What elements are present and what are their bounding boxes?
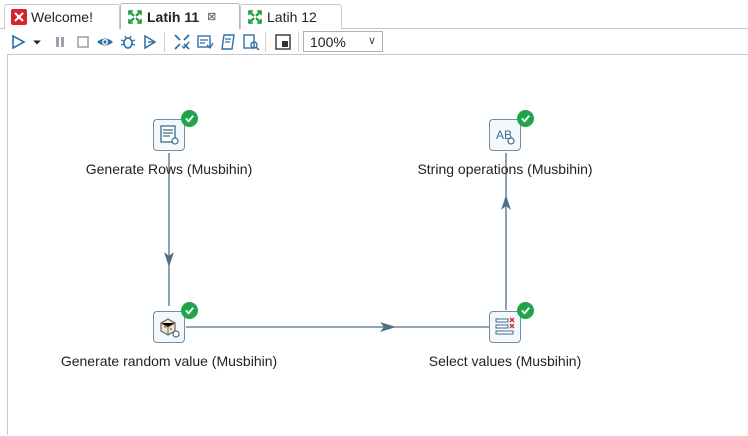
explore-db-button[interactable] bbox=[241, 32, 261, 52]
success-check-icon bbox=[517, 110, 534, 127]
success-check-icon bbox=[181, 110, 198, 127]
close-tab-icon[interactable]: ⊠ bbox=[207, 11, 217, 23]
tab-latih-11[interactable]: Latih 11 ⊠ bbox=[120, 3, 240, 29]
results-pane-icon bbox=[275, 34, 291, 50]
tab-welcome[interactable]: Welcome! bbox=[4, 4, 120, 29]
editor-tab-bar: Welcome! Latih 11 ⊠ Latih 12 bbox=[0, 0, 748, 29]
step-icon-frame bbox=[489, 311, 521, 343]
explore-database-icon bbox=[243, 34, 260, 51]
toolbar-separator bbox=[164, 32, 165, 52]
sql-script-icon bbox=[221, 34, 235, 50]
step-label-string-operations: String operations (Musbihin) bbox=[417, 161, 593, 177]
hop-arrow-icon bbox=[164, 252, 174, 267]
step-label-generate-rows: Generate Rows (Musbihin) bbox=[85, 161, 253, 177]
replay-button[interactable] bbox=[140, 32, 160, 52]
impact-icon bbox=[197, 35, 214, 50]
chevron-down-icon: ∨ bbox=[367, 35, 376, 47]
pause-icon bbox=[56, 37, 64, 47]
tab-welcome-label: Welcome! bbox=[31, 9, 93, 25]
eye-icon bbox=[97, 38, 113, 46]
zoom-select[interactable]: 100% ∨ bbox=[303, 31, 383, 52]
string-operations-icon: AB bbox=[496, 128, 515, 145]
preview-button[interactable] bbox=[95, 32, 115, 52]
step-icon-frame bbox=[153, 119, 185, 151]
stop-icon bbox=[77, 36, 89, 48]
tab-latih-11-label: Latih 11 bbox=[147, 8, 200, 25]
verify-icon bbox=[174, 34, 190, 50]
replay-icon bbox=[144, 34, 157, 50]
svg-text:AB: AB bbox=[496, 128, 512, 142]
step-select-values[interactable] bbox=[489, 311, 523, 345]
success-check-icon bbox=[517, 302, 534, 319]
step-string-operations[interactable]: AB bbox=[489, 119, 523, 153]
debug-button[interactable] bbox=[118, 32, 138, 52]
step-generate-random-value[interactable] bbox=[153, 311, 187, 345]
generate-rows-icon bbox=[160, 125, 179, 145]
toolbar-separator bbox=[265, 32, 266, 52]
zoom-value: 100% bbox=[310, 33, 346, 50]
transformation-icon bbox=[247, 9, 263, 25]
hop-arrow-icon bbox=[501, 195, 511, 210]
step-generate-rows[interactable] bbox=[153, 119, 187, 153]
random-value-icon bbox=[160, 318, 180, 338]
show-results-button[interactable] bbox=[273, 32, 293, 52]
select-values-icon bbox=[495, 317, 515, 335]
toolbar-separator bbox=[298, 32, 299, 52]
tab-latih-12-label: Latih 12 bbox=[267, 9, 317, 25]
hops-layer bbox=[164, 153, 511, 332]
transformation-icon bbox=[127, 9, 143, 25]
step-icon-frame: AB bbox=[489, 119, 521, 151]
run-options-dropdown[interactable] bbox=[30, 32, 44, 52]
impact-button[interactable] bbox=[195, 32, 215, 52]
tab-latih-12[interactable]: Latih 12 bbox=[240, 4, 342, 29]
pause-button[interactable] bbox=[50, 32, 70, 52]
success-check-icon bbox=[181, 302, 198, 319]
play-icon bbox=[12, 34, 26, 50]
transformation-canvas[interactable]: Generate Rows (Musbihin) AB String opera… bbox=[7, 54, 748, 435]
step-label-select-values: Select values (Musbihin) bbox=[428, 353, 582, 369]
sql-button[interactable] bbox=[218, 32, 238, 52]
dropdown-arrow-icon bbox=[33, 40, 41, 45]
hop-arrow-icon bbox=[380, 322, 396, 332]
kettle-welcome-icon bbox=[11, 9, 27, 25]
step-icon-frame bbox=[153, 311, 185, 343]
step-label-generate-random-value: Generate random value (Musbihin) bbox=[60, 353, 278, 369]
verify-button[interactable] bbox=[172, 32, 192, 52]
bug-icon bbox=[120, 35, 136, 49]
stop-button[interactable] bbox=[73, 32, 93, 52]
run-button[interactable] bbox=[8, 32, 28, 52]
